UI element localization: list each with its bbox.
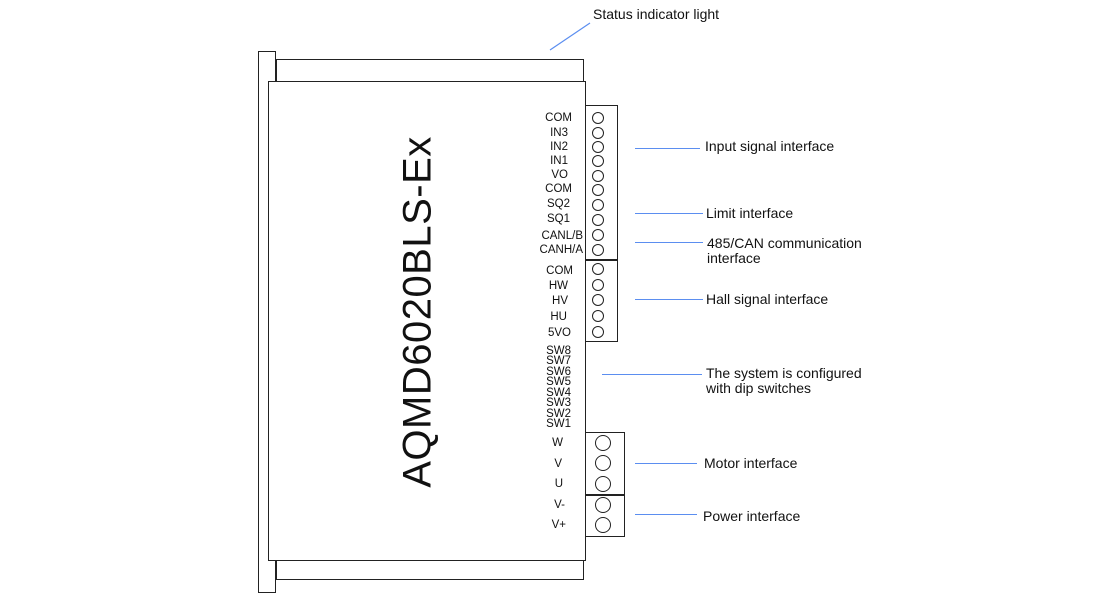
signal-pin-label: COM — [545, 112, 572, 124]
signal-terminal-hole — [592, 244, 604, 256]
hall-terminal-hole — [592, 310, 604, 322]
hall-callout: Hall signal interface — [706, 291, 829, 307]
signal-pin-label: IN2 — [550, 141, 568, 153]
power-terminal-hole — [595, 517, 611, 533]
comm-callout-line1: 485/CAN communication — [707, 235, 862, 251]
power-pin-label: V+ — [551, 519, 566, 531]
motor-leader — [635, 463, 697, 464]
hall-terminal-hole — [592, 263, 604, 275]
hall-pin-label: 5VO — [547, 327, 571, 339]
driver-body — [268, 81, 586, 561]
power-callout: Power interface — [703, 508, 801, 524]
signal-terminal-hole — [592, 214, 604, 226]
power-leader — [635, 514, 697, 515]
hall-pin-label: HW — [548, 280, 568, 292]
signal-pin-label: VO — [551, 169, 568, 181]
bottom-heatsink-rail — [276, 558, 584, 580]
motor-terminal-hole — [595, 455, 611, 471]
hall-pin-label: COM — [546, 265, 573, 277]
signal-pin-label: SQ2 — [546, 198, 570, 210]
motor-pin-label: W — [552, 437, 563, 449]
signal-terminal-hole — [592, 184, 604, 196]
hall-terminal-hole — [592, 279, 604, 291]
dip-switch-label: SW5 — [546, 376, 571, 388]
motor-pin-label: U — [554, 478, 563, 490]
signal-pin-label: IN3 — [550, 127, 568, 139]
input-signal-leader — [635, 148, 700, 149]
signal-pin-label: SQ1 — [546, 213, 570, 225]
hall-pin-label: HU — [550, 311, 567, 323]
hall-leader — [635, 299, 703, 300]
signal-pin-label: CANL/B — [541, 230, 583, 242]
dip-callout-line2: with dip switches — [706, 380, 812, 396]
limit-leader — [635, 213, 703, 214]
signal-pin-label: CANH/A — [539, 244, 583, 256]
dip-leader — [602, 374, 702, 375]
dip-switch-label: SW6 — [546, 366, 571, 378]
dip-switch-label: SW3 — [546, 397, 571, 409]
signal-terminal-hole — [592, 170, 604, 182]
dip-callout-line1: The system is configured — [706, 365, 862, 381]
power-pin-label: V- — [554, 499, 565, 511]
top-heatsink-rail — [276, 59, 584, 83]
power-terminal-hole — [595, 497, 611, 513]
signal-terminal-hole — [592, 112, 604, 124]
motor-terminal-hole — [595, 435, 611, 451]
signal-terminal-hole — [592, 199, 604, 211]
signal-terminal-hole — [592, 127, 604, 139]
hall-terminal-hole — [592, 294, 604, 306]
input-signal-callout: Input signal interface — [705, 138, 835, 154]
dip-switch-label: SW2 — [546, 408, 571, 420]
motor-terminal-hole — [595, 476, 611, 492]
comm-leader — [635, 242, 703, 243]
signal-pin-label: COM — [545, 183, 572, 195]
signal-terminal-hole — [592, 229, 604, 241]
signal-pin-label: IN1 — [550, 155, 568, 167]
dip-switch-label: SW4 — [546, 387, 571, 399]
motor-pin-label: V — [554, 458, 562, 470]
status-light-callout: Status indicator light — [593, 6, 720, 22]
dip-switch-label: SW7 — [546, 355, 571, 367]
hall-pin-label: HV — [552, 295, 568, 307]
dip-switch-label: SW1 — [546, 418, 571, 430]
hall-terminal-hole — [592, 326, 604, 338]
comm-callout-line2: interface — [707, 250, 761, 266]
motor-callout: Motor interface — [704, 455, 798, 471]
signal-terminal-hole — [592, 155, 604, 167]
signal-terminal-hole — [592, 141, 604, 153]
dip-switch-label: SW8 — [546, 345, 571, 357]
limit-callout: Limit interface — [706, 205, 794, 221]
status-light-leader — [549, 22, 591, 51]
